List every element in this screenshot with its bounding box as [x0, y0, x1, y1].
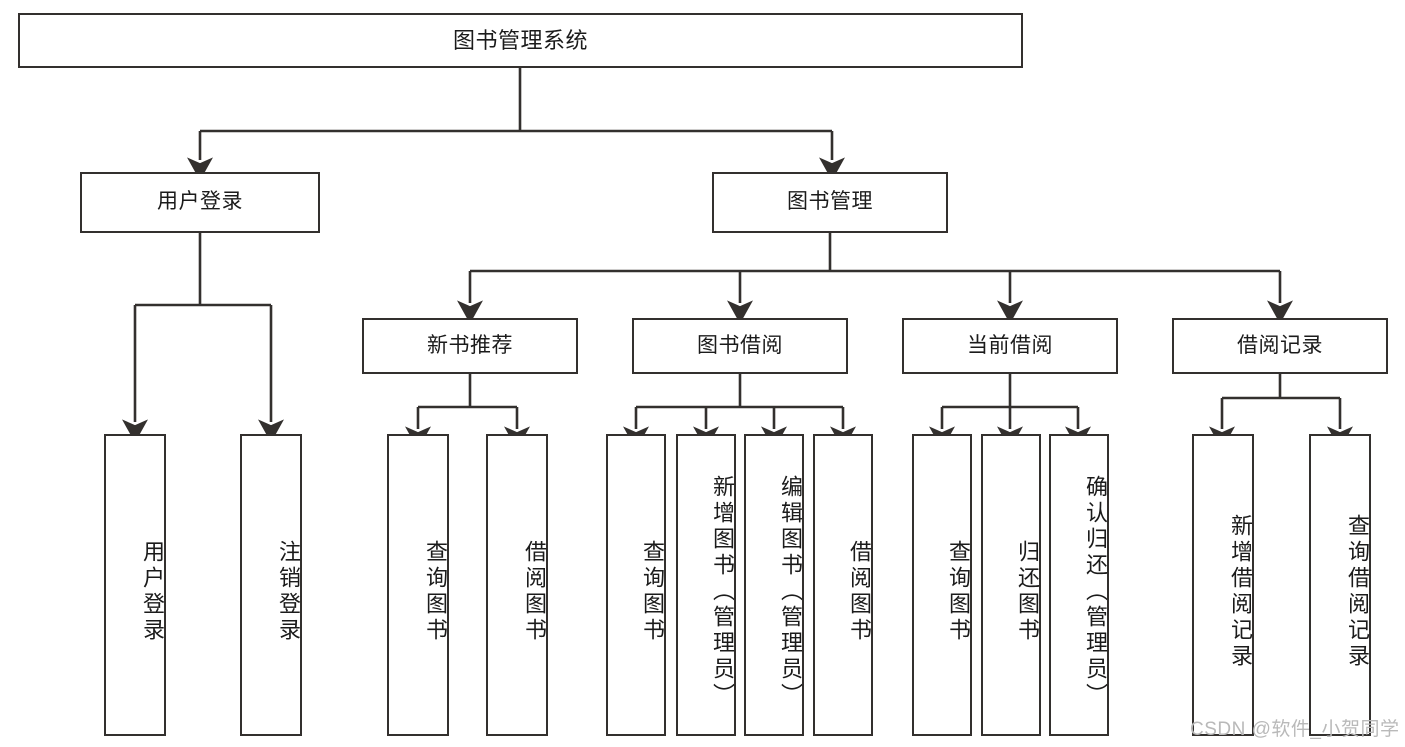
node-label: 图书管理 [787, 190, 873, 214]
leaf-current-borrow-confirm-return[interactable]: 确认归还（管理员） [1049, 434, 1109, 736]
node-current-borrow[interactable]: 当前借阅 [902, 318, 1118, 374]
node-label: 借阅图书 [522, 540, 547, 644]
node-label: 确认归还（管理员） [1083, 475, 1108, 709]
leaf-new-book-borrow[interactable]: 借阅图书 [486, 434, 548, 736]
node-label: 注销登录 [276, 540, 301, 644]
leaf-new-book-query[interactable]: 查询图书 [387, 434, 449, 736]
node-label: 查询借阅记录 [1345, 514, 1370, 670]
node-book-management[interactable]: 图书管理 [712, 172, 948, 233]
node-book-borrow[interactable]: 图书借阅 [632, 318, 848, 374]
leaf-book-borrow-add[interactable]: 新增图书（管理员） [676, 434, 736, 736]
node-label: 图书借阅 [697, 333, 783, 357]
leaf-user-login-login[interactable]: 用户登录 [104, 434, 166, 736]
node-label: 查询图书 [946, 540, 971, 644]
node-label: 借阅图书 [847, 540, 872, 644]
node-root-book-management-system[interactable]: 图书管理系统 [18, 13, 1023, 68]
leaf-current-borrow-return[interactable]: 归还图书 [981, 434, 1041, 736]
node-label: 用户登录 [157, 190, 243, 214]
leaf-book-borrow-borrow[interactable]: 借阅图书 [813, 434, 873, 736]
node-label: 新增图书（管理员） [710, 475, 735, 709]
leaf-book-borrow-edit[interactable]: 编辑图书（管理员） [744, 434, 804, 736]
node-user-login[interactable]: 用户登录 [80, 172, 320, 233]
node-borrow-records[interactable]: 借阅记录 [1172, 318, 1388, 374]
watermark-csdn: CSDN @软件_小贺同学 [1190, 719, 1400, 740]
node-label: 新书推荐 [427, 333, 513, 357]
node-label: 当前借阅 [967, 333, 1053, 357]
leaf-borrow-record-query[interactable]: 查询借阅记录 [1309, 434, 1371, 736]
node-label: 新增借阅记录 [1228, 514, 1253, 670]
node-label: 图书管理系统 [452, 27, 588, 53]
node-label: 归还图书 [1015, 540, 1040, 644]
leaf-borrow-record-add[interactable]: 新增借阅记录 [1192, 434, 1254, 736]
node-label: 查询图书 [640, 540, 665, 644]
node-label: 编辑图书（管理员） [778, 475, 803, 709]
node-label: 查询图书 [423, 540, 448, 644]
node-new-book-recommend[interactable]: 新书推荐 [362, 318, 578, 374]
leaf-book-borrow-query[interactable]: 查询图书 [606, 434, 666, 736]
leaf-user-login-logout[interactable]: 注销登录 [240, 434, 302, 736]
leaf-current-borrow-query[interactable]: 查询图书 [912, 434, 972, 736]
node-label: 用户登录 [140, 540, 165, 644]
node-label: 借阅记录 [1237, 333, 1323, 357]
